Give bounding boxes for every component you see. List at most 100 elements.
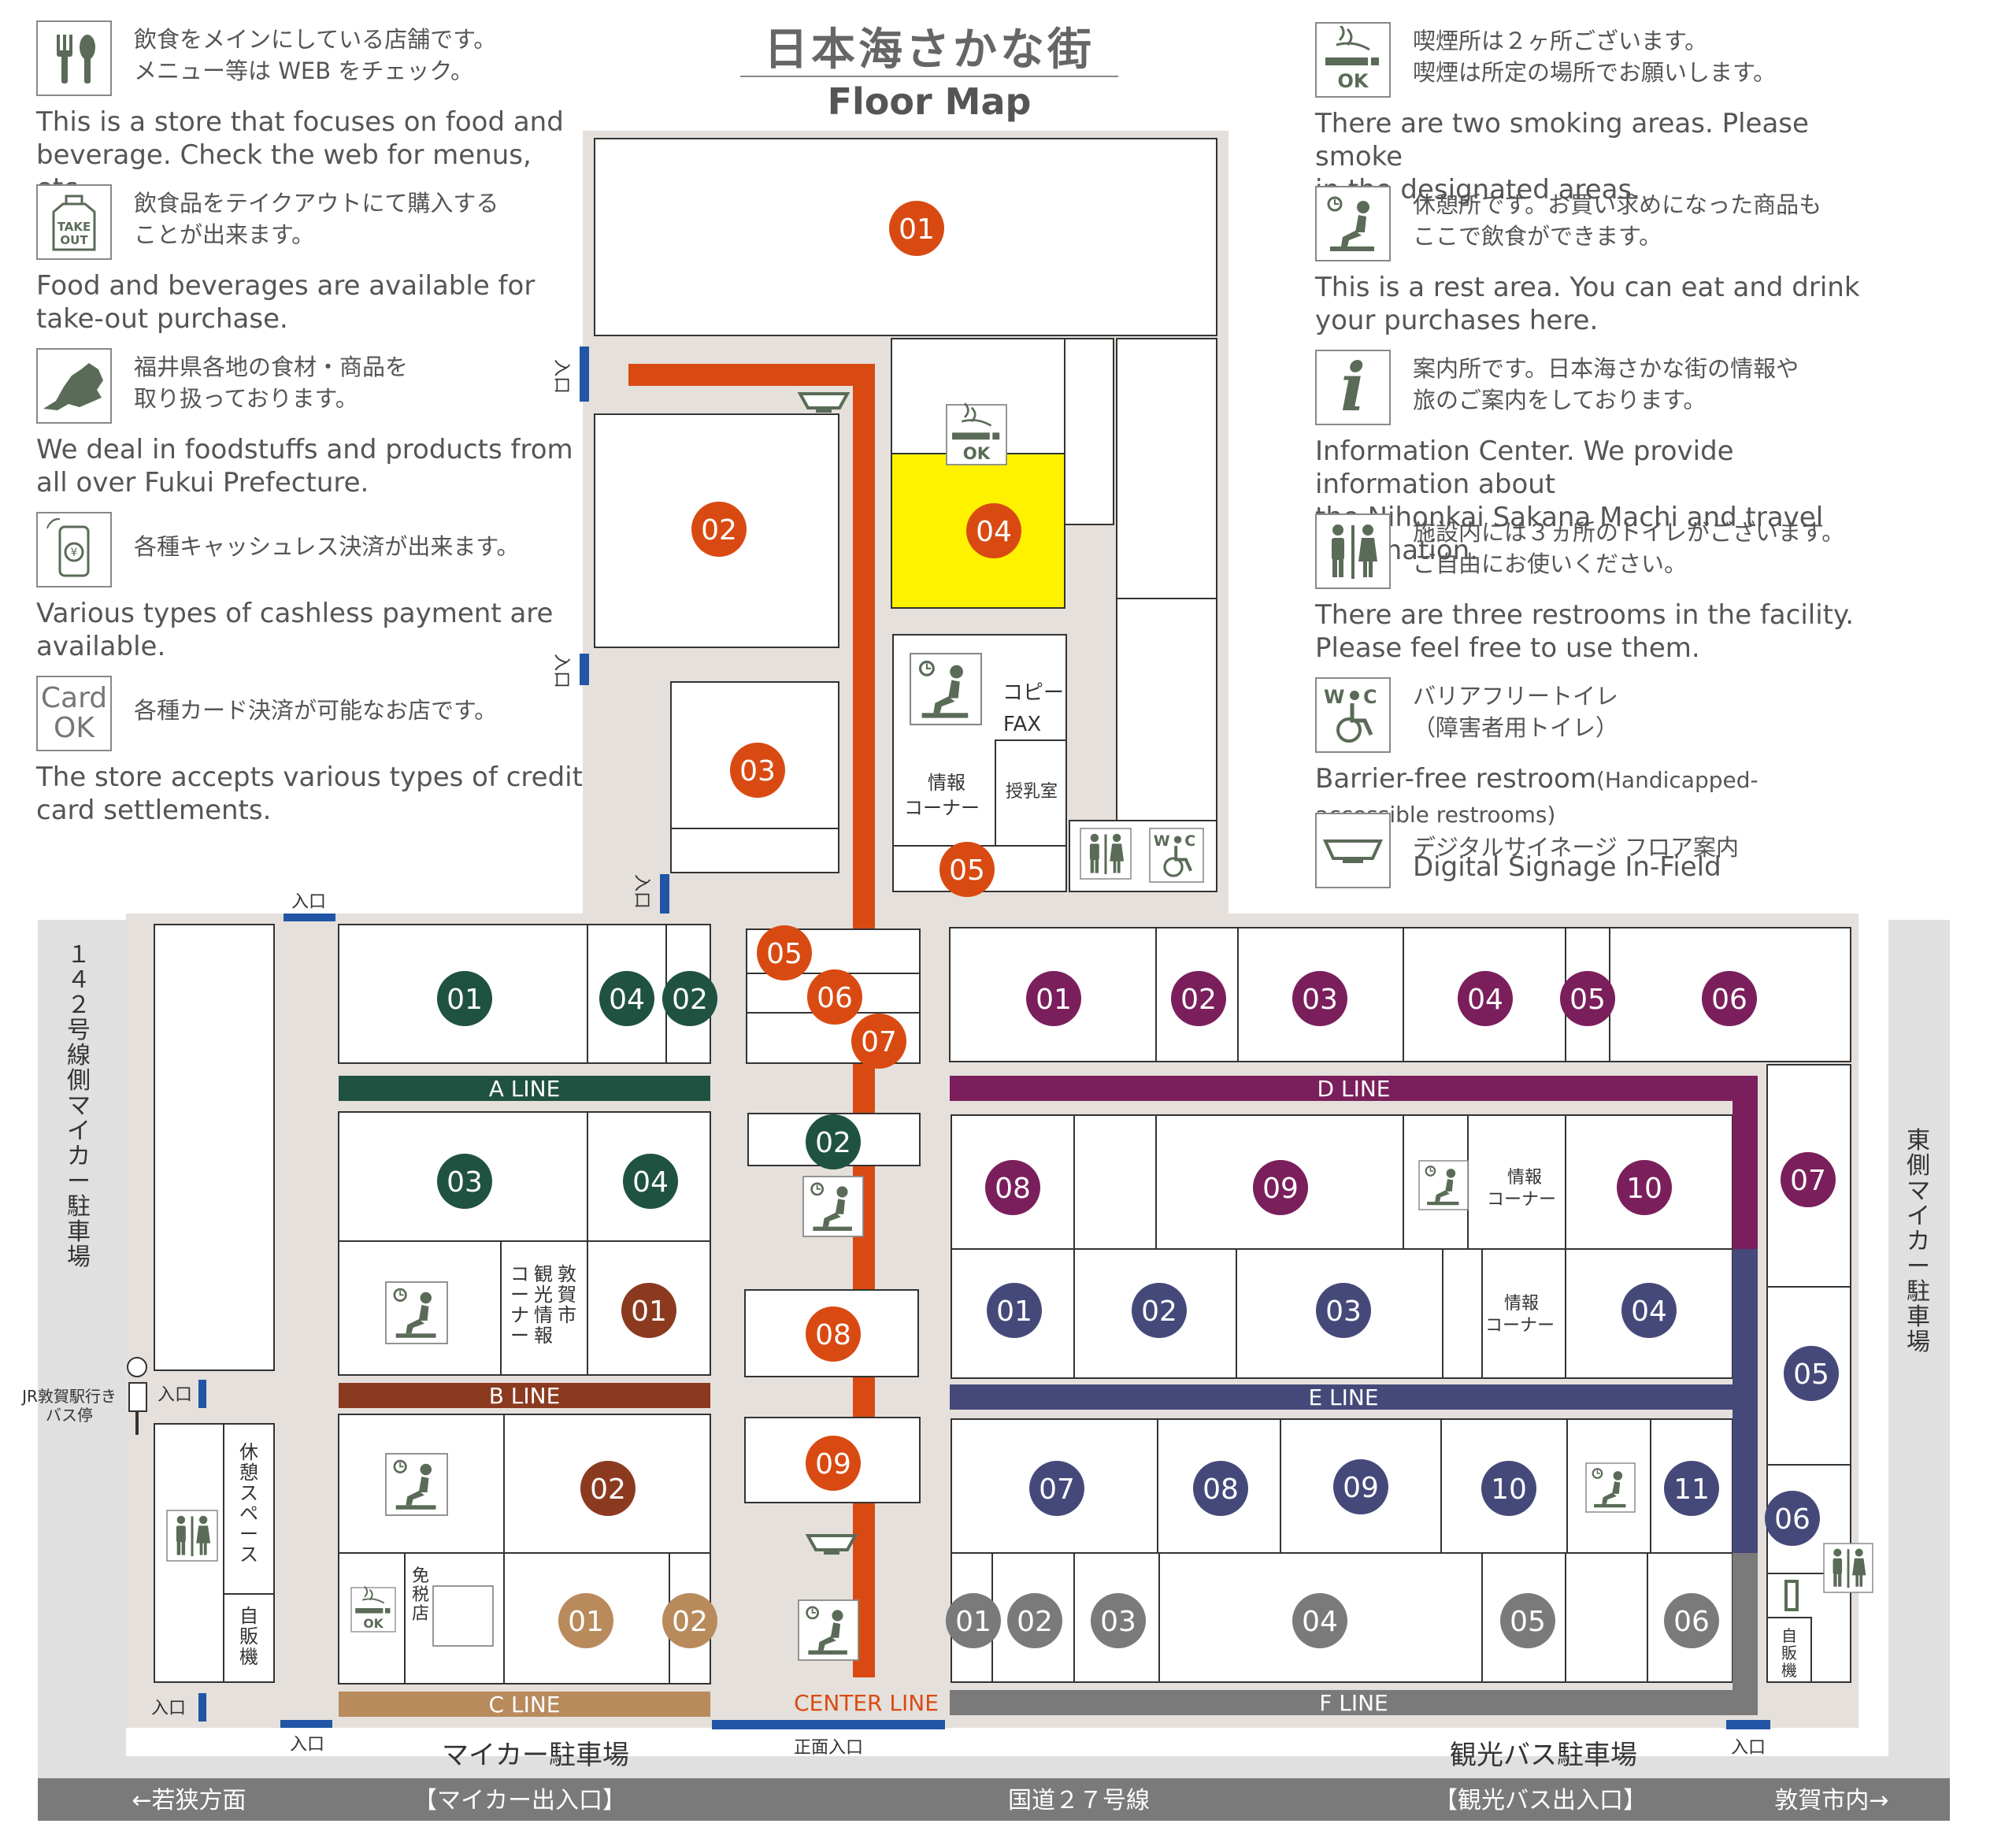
right-parking-label: 車 xyxy=(1907,1303,1930,1331)
d-store-05-number: 05 xyxy=(1569,984,1606,1016)
road-right-label: 敦賀市内→ xyxy=(1774,1787,1888,1814)
center-store-02-badge xyxy=(691,502,747,557)
e-store-03-number: 03 xyxy=(1325,1295,1362,1328)
left-parking-label: 駐 xyxy=(67,1193,91,1221)
tsuruga-info-label: 光 xyxy=(534,1284,553,1306)
d-store-08-badge xyxy=(985,1160,1040,1215)
tsuruga-info-label: 観 xyxy=(534,1263,553,1285)
store-box-f-blank xyxy=(1565,1552,1648,1683)
info-corner-label: コーナー xyxy=(1485,1316,1555,1336)
a-store-02-number: 02 xyxy=(672,984,708,1016)
e-store-11-number: 11 xyxy=(1673,1473,1710,1506)
left-parking-label: 車 xyxy=(67,1218,91,1246)
legend-right-jp-text: 休憩所です。お買い求めになった商品も ここで飲食ができます。 xyxy=(1413,191,1822,250)
store-box-d-blank xyxy=(1073,1114,1157,1250)
e-store-02-badge xyxy=(1132,1283,1187,1338)
digital-signage-icon xyxy=(797,392,850,410)
legend-left-en-text: Food and beverages are available for tak… xyxy=(36,270,536,335)
a-store-04-badge xyxy=(599,971,654,1026)
left-parking-label: カ xyxy=(67,1143,91,1170)
a-store-04-badge xyxy=(623,1154,678,1209)
info-icon: i xyxy=(1315,350,1391,425)
d-store-09-number: 09 xyxy=(1262,1173,1299,1205)
f-store-05-badge xyxy=(1500,1593,1555,1648)
center-store-06-badge xyxy=(807,969,862,1025)
rest-area-icon xyxy=(802,1176,864,1237)
svg-text:C: C xyxy=(1184,832,1195,850)
c-line-bar xyxy=(339,1692,710,1717)
f-store-01-number: 01 xyxy=(955,1606,991,1638)
center-store-02-number: 02 xyxy=(701,514,737,547)
tsuruga-info-label: 報 xyxy=(534,1325,553,1347)
cashless-phone-icon: ¥ xyxy=(36,512,112,587)
e-store-10-badge xyxy=(1481,1461,1536,1516)
tsuruga-info-label: ー xyxy=(510,1325,529,1347)
right-parking-label: イ xyxy=(1907,1203,1930,1230)
fax-label: FAX xyxy=(1003,713,1041,736)
rest-space-label: 休 xyxy=(239,1441,258,1463)
store-box-b-01 xyxy=(587,1240,711,1376)
entrance-label: 入口 xyxy=(551,654,571,688)
center-line-label: CENTER LINE xyxy=(794,1690,939,1716)
rest-area-icon xyxy=(385,1453,448,1516)
right-parking-label: 場 xyxy=(1907,1329,1930,1356)
rest-area-icon xyxy=(385,1281,448,1344)
b-store-02-badge xyxy=(580,1461,636,1516)
legend-right-jp-text: バリアフリートイレ （障害者用トイレ） xyxy=(1413,683,1619,741)
svg-text:OK: OK xyxy=(963,443,991,463)
d-store-01-number: 01 xyxy=(1036,984,1072,1016)
f-store-04-badge xyxy=(1292,1593,1347,1648)
entrance-label: 入口 xyxy=(291,892,326,912)
svg-text:TAKE: TAKE xyxy=(57,220,91,234)
entrance-west-top xyxy=(284,914,335,921)
f-line-bar-label: F LINE xyxy=(1319,1690,1388,1716)
c-line-bar-label: C LINE xyxy=(489,1692,561,1718)
duty-free-label: 税 xyxy=(412,1585,429,1605)
entrance-west-mid xyxy=(198,1380,206,1408)
vending-box-east xyxy=(1766,1617,1812,1683)
d-store-06-number: 06 xyxy=(1711,984,1747,1016)
e-line-bar-label: E LINE xyxy=(1308,1384,1378,1410)
bus-stop-icon xyxy=(128,1382,147,1412)
right-parking-label: 東 xyxy=(1907,1127,1930,1154)
digital-signage-icon xyxy=(1315,813,1391,888)
svg-text:C: C xyxy=(1363,686,1377,708)
e-store-04-badge xyxy=(1621,1283,1677,1338)
bus-stop-label: JR敦賀駅行き xyxy=(20,1387,117,1406)
entrance-south-east xyxy=(1726,1720,1770,1729)
info-corner-label: 情報 xyxy=(1507,1168,1542,1188)
right-parking-label: ー xyxy=(1907,1253,1930,1281)
a-store-04-number: 04 xyxy=(609,984,645,1016)
legend-left-jp-text: 福井県各地の食材・商品を 取り扱っております。 xyxy=(134,354,409,412)
e-store-08-number: 08 xyxy=(1203,1473,1239,1506)
store-box-e-narrow xyxy=(1442,1248,1483,1379)
d-store-10-badge xyxy=(1617,1160,1672,1215)
b-store-01-badge xyxy=(621,1283,676,1338)
e-store-03-badge xyxy=(1316,1283,1371,1338)
store-box-right-1 xyxy=(1116,338,1217,599)
entrance-label: 入口 xyxy=(290,1735,324,1755)
left-parking-label: マ xyxy=(67,1092,91,1120)
left-parking-label: ２ xyxy=(67,991,91,1019)
title-en: Floor Map xyxy=(827,80,1032,123)
d-store-08-number: 08 xyxy=(995,1173,1031,1205)
d-store-04-number: 04 xyxy=(1467,984,1503,1016)
center-store-09-badge xyxy=(806,1436,861,1491)
tsuruga-info-label: 賀 xyxy=(558,1284,576,1306)
a-store-03-number: 03 xyxy=(447,1166,483,1199)
legend-right-en-text: Information Center. We provide informati… xyxy=(1315,435,1824,566)
center-store-06-number: 06 xyxy=(817,982,853,1014)
e-store-09-number: 09 xyxy=(1343,1472,1379,1504)
b-store-01-number: 01 xyxy=(631,1295,667,1328)
vending-box-west xyxy=(223,1593,275,1683)
e-store-09-badge xyxy=(1333,1459,1388,1514)
center-store-01-badge xyxy=(889,201,944,256)
copy-label: コピー xyxy=(1002,681,1064,705)
center-store-07-badge xyxy=(851,1014,906,1069)
e-store-05-badge xyxy=(1784,1346,1839,1401)
title-jp: 日本海さかな街 xyxy=(764,24,1095,76)
bus-exit-label: 【観光バス出入口】 xyxy=(1434,1787,1647,1814)
e-store-06-number: 06 xyxy=(1774,1503,1810,1536)
